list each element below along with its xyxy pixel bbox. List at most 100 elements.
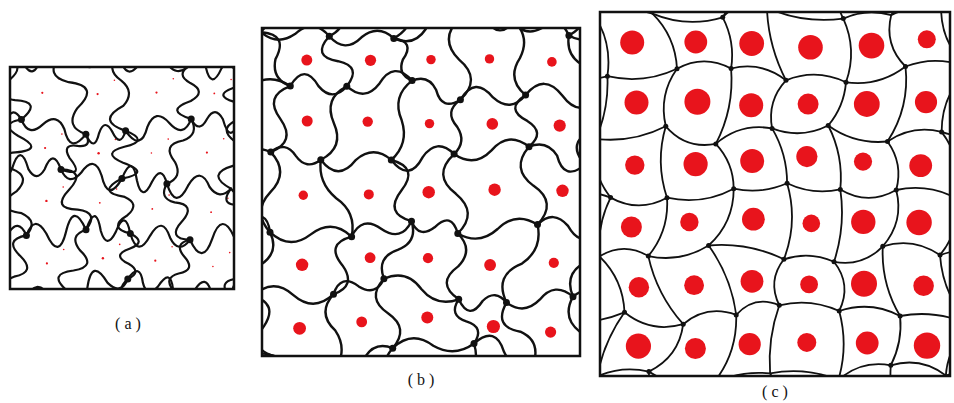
polymer-chain	[451, 100, 461, 154]
polymer-chain	[891, 362, 946, 375]
polymer-chain	[538, 217, 581, 239]
polymer-chain	[262, 286, 334, 303]
polymer-chain	[474, 336, 534, 356]
polymer-chain	[611, 198, 667, 206]
crosslink-point	[665, 195, 670, 200]
solvent-dot	[915, 91, 937, 113]
solvent-dot	[742, 208, 765, 231]
crosslink-point	[471, 340, 478, 347]
crosslink-point	[451, 151, 458, 158]
polymer-chain	[942, 132, 950, 199]
polymer-chain	[54, 67, 88, 134]
polymer-chain	[109, 179, 133, 234]
polymer-chain	[888, 130, 942, 142]
crosslink-point	[885, 139, 890, 144]
solvent-dot	[363, 116, 373, 126]
crosslink-point	[522, 92, 529, 99]
crosslink-point	[826, 123, 831, 128]
crosslink-point	[844, 80, 849, 85]
crosslink-point	[188, 115, 195, 122]
polymer-chain	[600, 126, 666, 139]
polymer-chain	[412, 79, 460, 104]
crosslink-point	[663, 124, 668, 129]
polymer-chain	[786, 75, 846, 83]
polymer-chain	[600, 312, 625, 376]
solvent-dot	[296, 259, 308, 271]
solvent-dot	[168, 194, 170, 196]
polymer-chain	[570, 227, 580, 296]
polymer-chain	[449, 28, 471, 100]
crosslink-point	[570, 293, 577, 300]
panel-frame	[10, 67, 234, 289]
solvent-dot	[851, 210, 875, 234]
solvent-dot	[684, 89, 710, 115]
polymer-chain	[600, 249, 648, 257]
crosslink-point	[454, 230, 461, 237]
solvent-dot	[365, 252, 376, 263]
polymer-chain	[834, 189, 842, 261]
polymer-chain	[271, 86, 291, 152]
polymer-chain	[270, 227, 352, 242]
crosslink-point	[681, 322, 686, 327]
polymer-chain	[649, 324, 683, 371]
polymer-chain	[883, 190, 899, 246]
polymer-chain	[225, 237, 234, 289]
polymer-chain	[664, 69, 677, 127]
crosslink-point	[675, 66, 680, 71]
solvent-dot	[356, 317, 367, 328]
crosslink-point	[729, 66, 734, 71]
polymer-chain	[454, 139, 529, 160]
polymer-chain	[394, 38, 412, 80]
solvent-dot	[151, 208, 153, 210]
solvent-dot	[918, 30, 936, 48]
polymer-chain	[321, 152, 392, 171]
polymer-chain	[320, 160, 352, 237]
solvent-dot	[909, 154, 932, 177]
panel-frame	[262, 28, 580, 356]
polymer-chain	[834, 246, 883, 263]
crosslink-point	[898, 314, 903, 319]
crosslink-point	[720, 15, 725, 20]
solvent-dot	[741, 270, 764, 293]
crosslink-point	[380, 275, 387, 282]
solvent-dot	[299, 191, 308, 200]
solvent-dot	[684, 152, 708, 176]
polymer-chain	[412, 220, 458, 233]
solvent-dot	[797, 333, 816, 352]
crosslink-point	[938, 253, 943, 258]
crosslink-point	[734, 312, 739, 317]
solvent-dot	[46, 262, 48, 264]
solvent-dot	[293, 322, 306, 335]
polymer-chain	[600, 12, 608, 76]
polymer-chain	[122, 166, 167, 192]
polymer-chain	[940, 199, 950, 255]
solvent-dot	[230, 79, 232, 81]
crosslink-point	[608, 195, 613, 200]
solvent-dot	[680, 213, 698, 231]
solvent-dot	[554, 120, 566, 132]
polymer-chain	[391, 81, 412, 160]
crosslink-point	[534, 221, 541, 228]
crosslink-point	[18, 116, 25, 123]
polymer-chain	[218, 119, 234, 188]
crosslink-point	[731, 186, 736, 191]
solvent-dot	[487, 320, 500, 333]
solvent-dot	[62, 186, 64, 188]
crosslink-point	[317, 156, 324, 163]
polymer-chain	[526, 84, 580, 108]
polymer-chain	[896, 188, 950, 199]
polymer-network	[600, 12, 950, 376]
polymer-chain	[61, 164, 122, 190]
solvent-dot	[116, 188, 118, 190]
polymer-chain	[736, 302, 779, 315]
polymer-chain	[502, 303, 535, 356]
crosslink-point	[770, 126, 775, 131]
polymer-chain	[521, 147, 547, 225]
solvent-dot	[625, 91, 649, 115]
solvent-dot	[487, 118, 499, 130]
solvent-dot	[301, 55, 312, 66]
solvent-dot	[629, 277, 649, 297]
solvent-dot	[556, 185, 568, 197]
polymer-chain	[883, 246, 900, 316]
polymer-chain	[648, 198, 667, 256]
